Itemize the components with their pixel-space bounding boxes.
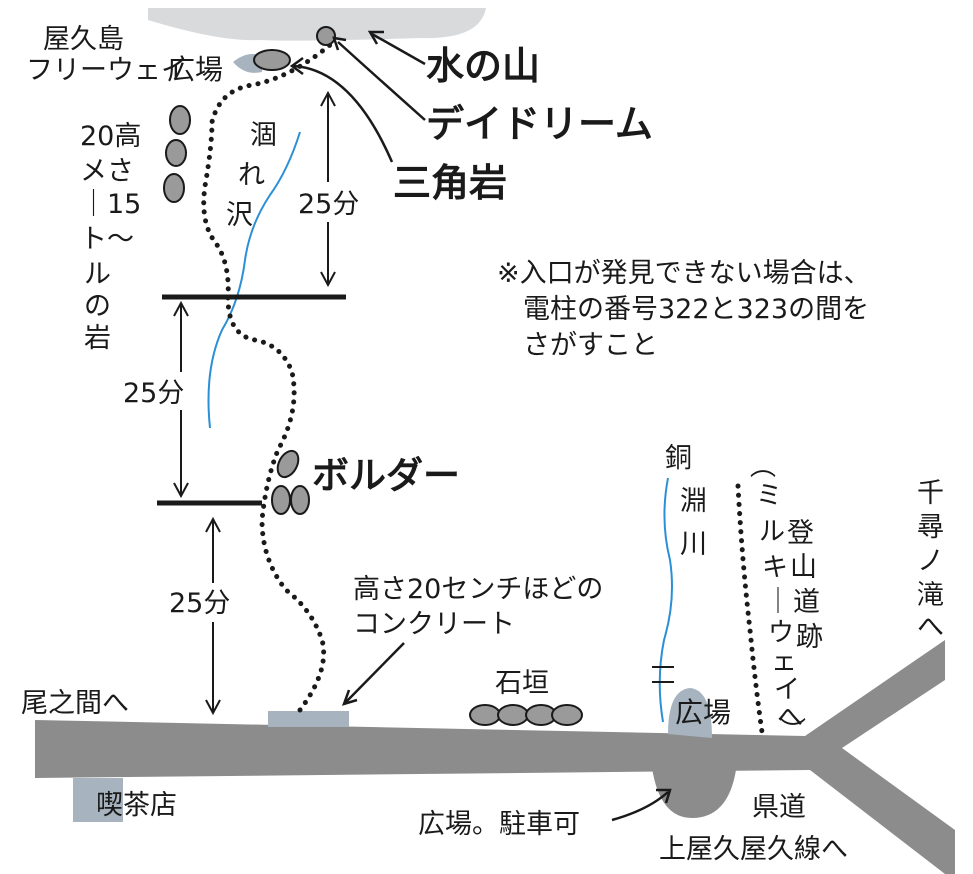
label-ishigaki: 石垣: [495, 668, 549, 699]
leader-lines: [289, 30, 672, 822]
boulder-3: [290, 485, 310, 515]
kare-stream: [207, 131, 301, 429]
rock-left-2: [165, 139, 187, 167]
label-yakushima-1: 屋久島: [43, 24, 124, 55]
label-milky-2: ル: [759, 517, 785, 547]
label-tozan-3: 道: [793, 587, 820, 618]
label-rock-left-3: ｜15: [80, 189, 141, 220]
label-time-middle: 25分: [123, 378, 184, 409]
rock-left-1: [169, 105, 191, 135]
approach-trail: [201, 42, 333, 713]
label-kare-2: れ: [238, 160, 265, 191]
label-hiroba-bottom: 広場: [675, 696, 731, 729]
stone-wall-1: [469, 704, 501, 726]
label-senpiro-1: 千: [917, 478, 944, 509]
label-tozan-4: 跡: [796, 622, 823, 653]
label-milky-4: ｜: [765, 587, 791, 617]
label-kare-1: 涸: [250, 120, 277, 151]
label-milky-6: ェ: [771, 647, 797, 677]
stone-wall-4: [551, 704, 583, 726]
label-rock-left-6: の: [84, 291, 111, 322]
old-trail: [735, 483, 765, 735]
label-rock-left-2: メさ: [80, 156, 134, 187]
distance-arrow-middle: [173, 300, 189, 499]
rock-left-3: [163, 173, 185, 203]
label-hiroba-top: 広場: [167, 53, 223, 86]
stone-wall-2: [497, 704, 529, 726]
boulder-1: [276, 449, 300, 479]
label-kendo: 県道: [752, 792, 806, 823]
parking-area: [652, 768, 736, 818]
label-kamiyaku: 上屋久屋久線へ: [659, 834, 848, 865]
label-milky-8: へ: [777, 703, 803, 733]
label-rock-left-1: 20高: [80, 121, 141, 152]
label-sankakuiwa: 三角岩: [393, 161, 507, 205]
label-milky-1: ミ: [756, 481, 782, 511]
label-mizunoyama: 水の山: [426, 44, 540, 88]
label-rock-left-5: ル: [84, 259, 111, 290]
label-dobuchi-2: 淵: [680, 486, 707, 517]
rock-hiroba-top: [253, 49, 291, 71]
boulder-2: [271, 485, 291, 515]
label-concrete-1: 高さ20センチほどの: [353, 574, 603, 605]
dobuchi-river: [658, 477, 673, 723]
label-kare-3: 沢: [226, 200, 253, 231]
label-tozan-1: 登: [787, 518, 814, 549]
label-yakushima-2: フリーウェイ: [26, 55, 188, 86]
note-line-3: さがすこと: [523, 330, 658, 361]
label-boulder: ボルダー: [312, 454, 460, 497]
note-line-2: 電柱の番号322と323の間を: [523, 294, 869, 325]
label-senpiro-3: ノ: [917, 546, 944, 577]
main-road: [35, 640, 955, 874]
label-concrete-2: コンクリート: [353, 609, 515, 640]
cafe-building: [73, 778, 123, 822]
label-daydream: デイドリーム: [426, 102, 653, 146]
label-senpiro-5: へ: [917, 612, 944, 643]
distance-arrow-lower: [205, 516, 221, 716]
label-senpiro-4: 滝: [917, 580, 944, 611]
label-kissaten: 喫茶店: [96, 790, 177, 821]
label-rock-left-7: 岩: [84, 323, 111, 354]
label-dobuchi-3: 川: [680, 529, 707, 560]
label-milky-3: キ: [762, 553, 788, 583]
label-rock-left-4: ト～: [80, 224, 134, 255]
label-parking: 広場。駐車可: [418, 809, 580, 840]
top-area: [148, 8, 486, 41]
concrete-block: [268, 711, 349, 727]
label-milky-7: イ: [774, 675, 800, 705]
note-line-1: ※入口が発見できない場合は、: [497, 258, 871, 289]
label-time-upper: 25分: [298, 189, 359, 220]
distance-arrow-upper: [320, 90, 336, 288]
label-milky-paren-open: ︵: [750, 452, 776, 482]
label-onoaida: 尾之間へ: [21, 688, 129, 719]
label-milky-paren-close: ︶: [780, 717, 806, 747]
label-dobuchi-1: 銅: [665, 443, 692, 474]
label-time-lower: 25分: [169, 588, 230, 619]
label-milky-5: ウ: [768, 618, 794, 648]
rock-mizunoyama: [316, 26, 336, 46]
label-tozan-2: 山: [790, 552, 817, 583]
label-senpiro-2: 尋: [917, 512, 944, 543]
plaza-bottom: [668, 688, 712, 738]
